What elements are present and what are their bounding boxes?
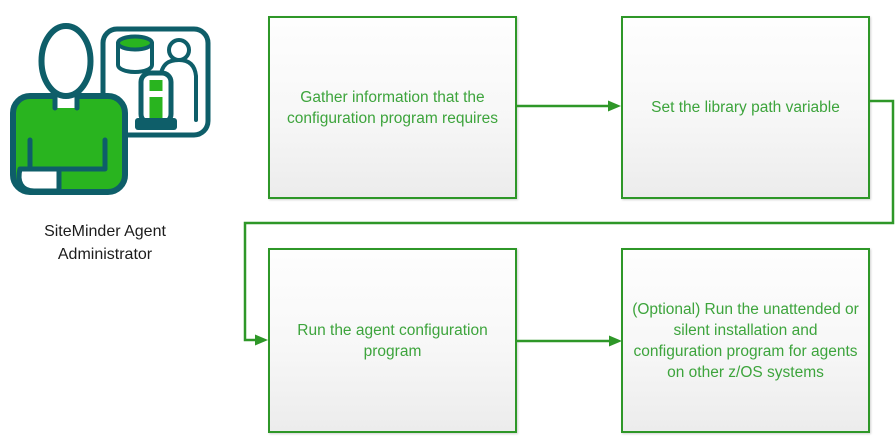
- administrator-person-icon: [10, 23, 128, 195]
- step-box-optional-unattended-install: (Optional) Run the unattended or silent …: [621, 248, 870, 433]
- step-label: Run the agent configuration program: [297, 321, 488, 360]
- server-unit-icon: [135, 70, 177, 130]
- step-box-gather-information: Gather information that the configuratio…: [268, 16, 517, 199]
- server-panel-icon: [100, 26, 211, 138]
- actor-label: SiteMinder Agent Administrator: [44, 223, 166, 263]
- step-label: Gather information that the configuratio…: [286, 88, 499, 127]
- step-label: (Optional) Run the unattended or silent …: [632, 300, 859, 381]
- step-label: Set the library path variable: [651, 99, 840, 116]
- step-box-set-library-path: Set the library path variable: [621, 16, 870, 199]
- step-box-run-configuration-program: Run the agent configuration program: [268, 248, 517, 433]
- admin-person-with-server-panel-icon: [10, 23, 211, 195]
- small-person-icon: [158, 38, 198, 122]
